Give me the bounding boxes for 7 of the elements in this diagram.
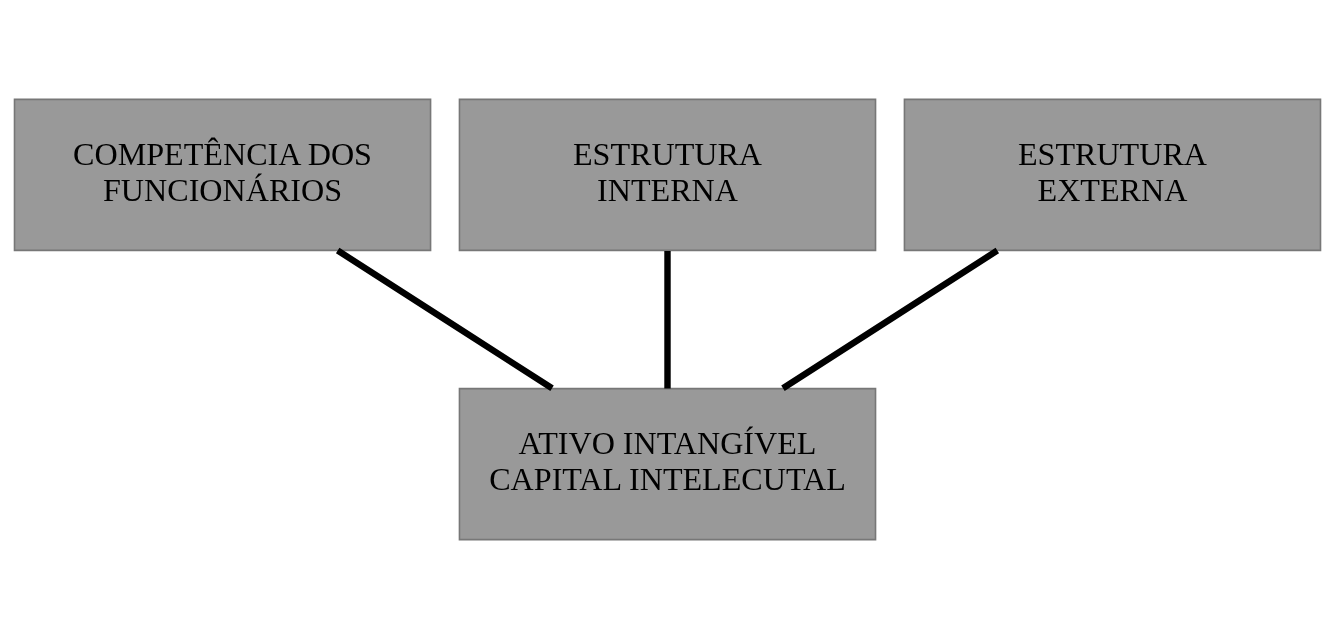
node-box: ESTRUTURA INTERNA bbox=[458, 98, 877, 252]
connector bbox=[335, 247, 554, 391]
node-box: COMPETÊNCIA DOS FUNCIONÁRIOS bbox=[13, 98, 432, 252]
connector bbox=[664, 250, 671, 389]
node-box: ATIVO INTANGÍVEL CAPITAL INTELECUTAL bbox=[458, 387, 877, 541]
connector bbox=[781, 247, 1000, 391]
node-box: ESTRUTURA EXTERNA bbox=[903, 98, 1322, 252]
